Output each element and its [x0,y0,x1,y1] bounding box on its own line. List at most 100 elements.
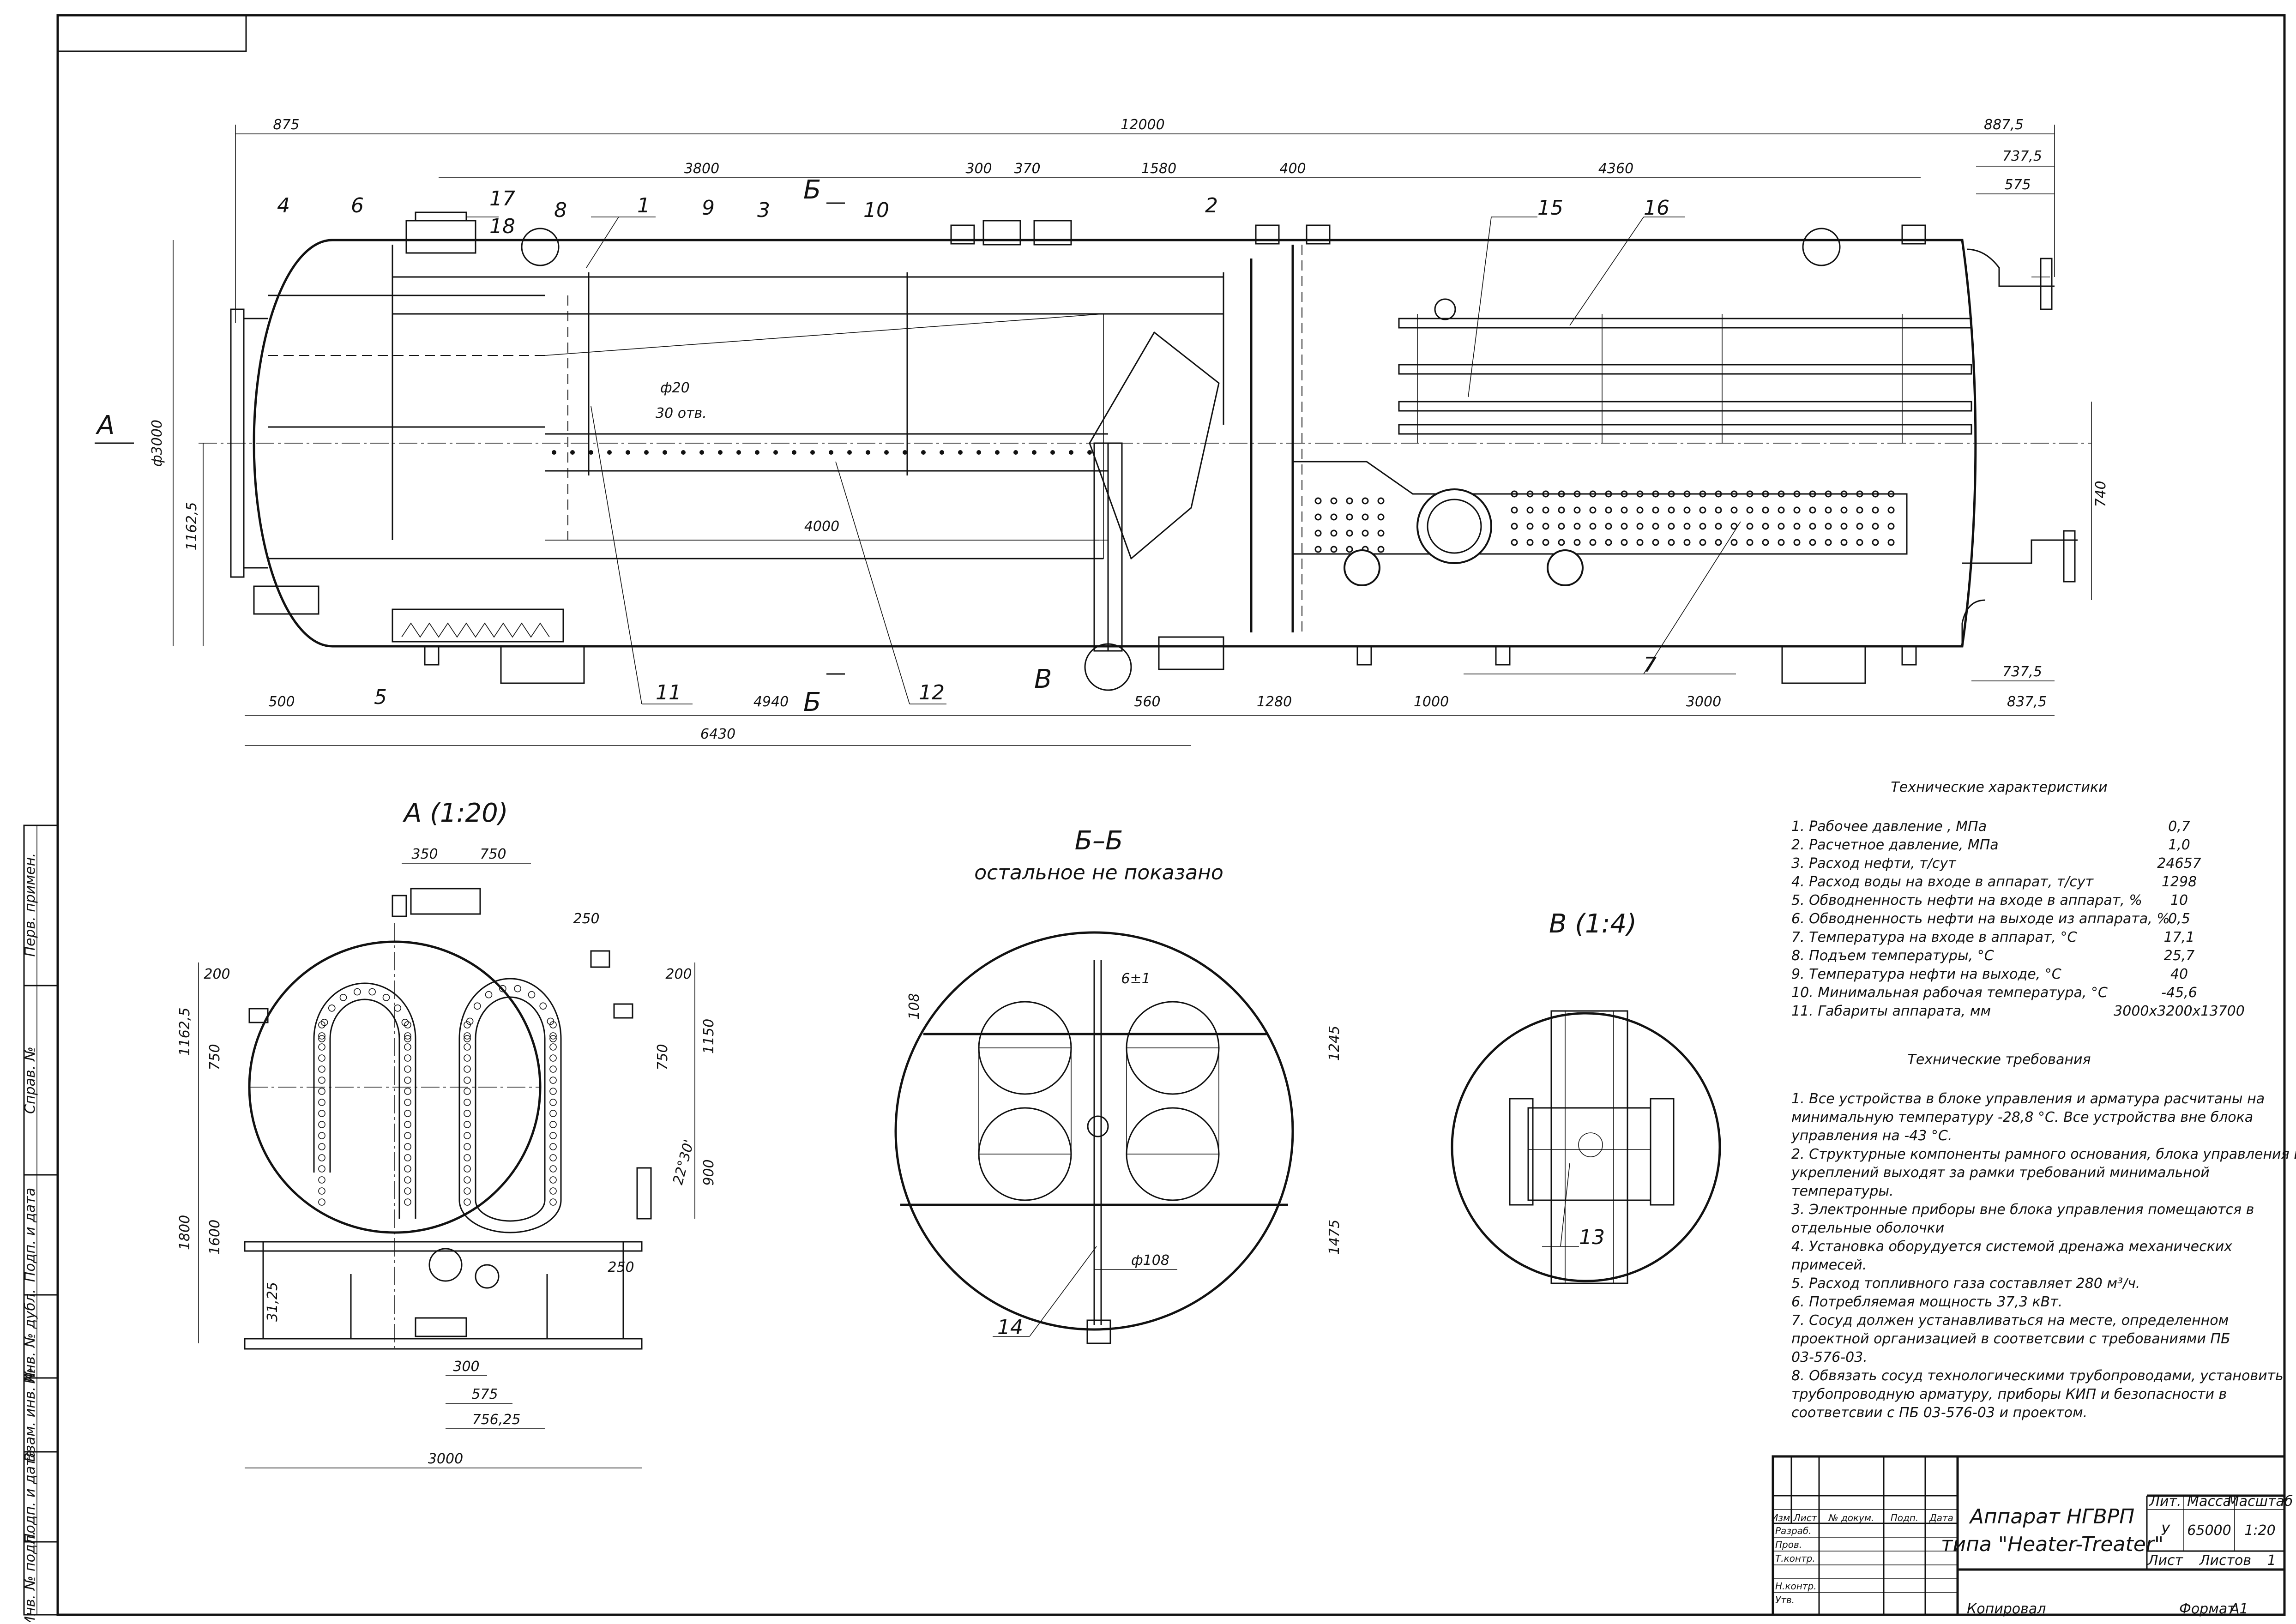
plate-hole [1542,539,1549,546]
tube-hole [549,1176,557,1184]
view-arrow-a: А [96,410,114,440]
plate-hole [1699,523,1706,530]
tb-sheet-label: Лист [2147,1552,2184,1569]
plate-hole [1346,546,1353,553]
hole [718,450,723,455]
callout-10: 10 [863,198,889,222]
plate-hole [1314,497,1322,505]
plate-hole [1856,523,1863,530]
plate-hole [1526,506,1534,514]
tube-hole [464,1154,471,1161]
a-dim-1600: 1600 [207,1220,223,1255]
plate-hole [1730,539,1738,546]
u-tube-holes [318,985,557,1206]
tube-hole [549,1054,557,1062]
tube-hole [401,1018,409,1026]
tb-mass-label: Масса [2187,1493,2231,1510]
tube-hole [547,1017,554,1025]
a-dim-575: 575 [471,1386,498,1402]
tube-hole [464,1176,471,1184]
dim-hole-dia: ф20 [660,380,690,396]
vessel-shell [253,239,1977,648]
plate-hole [1589,523,1597,530]
hole [755,450,759,455]
tb-lit-value: У [2161,1522,2170,1539]
tube-hole [318,1043,325,1051]
hole [792,450,796,455]
plate-hole [1809,490,1816,498]
tube-hole [318,1021,325,1029]
a-dim-350: 350 [411,846,438,862]
plate-hole [1652,490,1659,498]
tb-sheets-value: 1 [2267,1552,2276,1569]
plate-hole [1699,539,1706,546]
tube-hole [499,985,506,992]
plate-hole [1793,490,1801,498]
main-view [199,211,2091,691]
tube-hole [318,1165,325,1173]
plate-hole [1778,523,1785,530]
req-line: 1. Все устройства в блоке управления и а… [1791,1091,2265,1107]
req-line: отдельные оболочки [1791,1220,1944,1236]
tube-hole [549,1088,557,1095]
plate-hole [1377,546,1385,553]
callout-15: 15 [1537,196,1563,220]
spec-value: 0,7 [2168,818,2190,835]
tube-hole [318,1099,325,1106]
perforated-pipe-holes [552,450,1092,455]
callout-2: 2 [1205,194,1218,217]
tube-hole [549,1065,557,1073]
spec-label: 2. Расчетное давление, МПа [1791,837,1999,853]
dim-400: 400 [1279,161,1306,177]
plate-hole [1362,513,1369,521]
spec-value: 1298 [2162,874,2197,890]
plate-hole [1872,490,1879,498]
dim-737-bot: 737,5 [2002,664,2042,680]
plate-hole [1699,506,1706,514]
plate-hole [1762,506,1769,514]
req-line: 4. Установка оборудуется системой дренаж… [1791,1239,2232,1255]
req-line: соответсвии с ПБ 03-576-03 и проектом. [1791,1405,2087,1421]
plate-hole [1840,523,1848,530]
plate-hole [1730,523,1738,530]
tb-scale-label: Масштаб [2227,1493,2293,1510]
specs-title: Технические характеристики [1891,779,2107,795]
plate-hole [1683,490,1691,498]
tube-hole [318,1077,325,1084]
hole [663,450,667,455]
tube-hole [464,1054,471,1062]
spec-label: 7. Температура на входе в аппарат, °С [1791,929,2077,945]
tube-hole [514,985,521,992]
tube-hole [318,1121,325,1128]
plate-hole [1730,506,1738,514]
view-a-title: А (1:20) [403,798,508,828]
plate-hole [1840,490,1848,498]
tb-row-utv: Утв. [1775,1594,1795,1606]
plate-hole [1809,506,1816,514]
tube-hole [318,1154,325,1161]
a-dim-1800: 1800 [177,1215,193,1250]
plate-hole [1621,490,1628,498]
spec-value: 3000х3200х13700 [2114,1003,2245,1019]
spec-value: 24657 [2157,855,2201,872]
plate-hole [1746,539,1754,546]
dim-300: 300 [965,161,992,177]
stamp-podp1: Подп. и дата [22,1188,38,1282]
stamp-dubl: Инв. № дубл. [22,1289,38,1383]
dim-500: 500 [268,694,295,710]
tube-hole [404,1121,411,1128]
a-dim-750-left: 750 [207,1044,223,1070]
a-dim-756: 756,25 [472,1412,521,1428]
plate-hole [1621,506,1628,514]
hole [1032,450,1037,455]
tube-hole [404,1054,411,1062]
dim-hole-count: 30 отв. [656,405,707,421]
view-bb-title: Б–Б [1075,826,1123,856]
hole [589,450,593,455]
view-a: А (1:20) 350 750 250 200 200 11 [177,798,717,1468]
v-callout-13: 13 [1579,1226,1605,1249]
tube-hole [382,993,390,1001]
hole [552,450,556,455]
tube-hole [464,1143,471,1150]
